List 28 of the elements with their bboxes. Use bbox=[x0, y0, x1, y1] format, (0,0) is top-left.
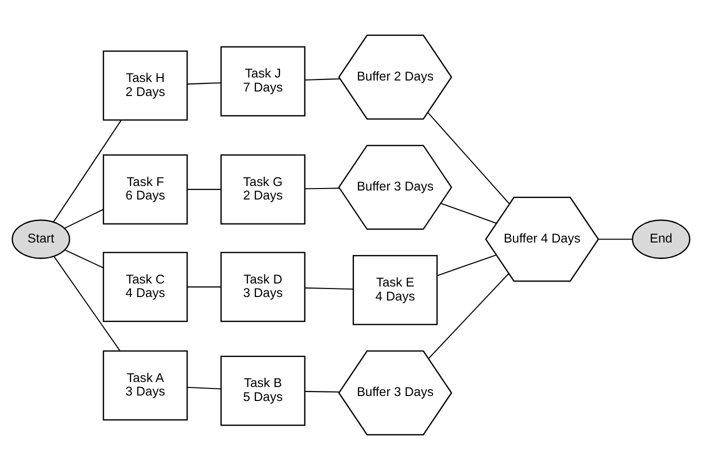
connector bbox=[304, 287, 354, 290]
connector bbox=[304, 78, 340, 81]
node-box: Task B 5 Days bbox=[220, 356, 306, 426]
connector bbox=[53, 120, 122, 222]
node-box: Task C 4 Days bbox=[102, 252, 188, 322]
node-box: Task E 4 Days bbox=[352, 255, 438, 326]
connector bbox=[428, 273, 510, 359]
node-ellipse: End bbox=[632, 220, 690, 259]
connector bbox=[64, 209, 104, 229]
node-box: Task F 6 Days bbox=[102, 154, 188, 224]
node-box: Task D 3 Days bbox=[220, 252, 306, 322]
node-box: Task H 2 Days bbox=[102, 50, 188, 121]
connector bbox=[437, 254, 496, 276]
connector bbox=[304, 390, 340, 393]
connector bbox=[187, 82, 221, 85]
connector bbox=[598, 238, 632, 240]
connector bbox=[187, 286, 221, 288]
node-box: Task G 2 Days bbox=[220, 154, 306, 224]
node-box: Task A 3 Days bbox=[102, 350, 188, 421]
node-ellipse: Start bbox=[12, 220, 70, 259]
connector bbox=[440, 202, 496, 224]
node-box: Task J 7 Days bbox=[220, 46, 306, 116]
connector bbox=[428, 112, 510, 204]
connector bbox=[304, 188, 340, 190]
connector bbox=[187, 188, 221, 190]
connector bbox=[53, 256, 120, 352]
connector bbox=[187, 386, 221, 390]
connector bbox=[64, 250, 104, 268]
